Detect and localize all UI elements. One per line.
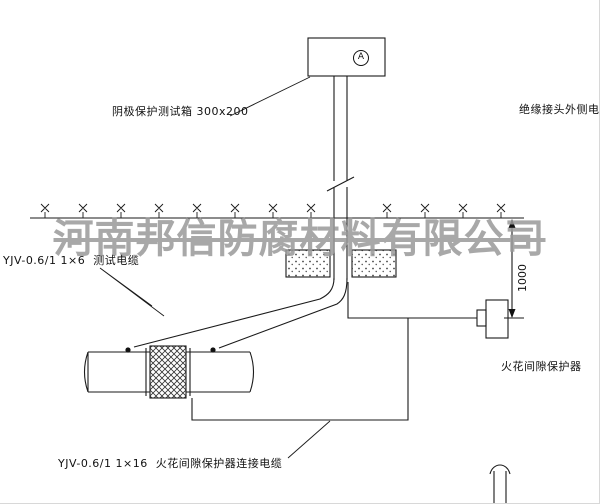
- dimension-arrow-bottom: [508, 309, 516, 318]
- pipe-break-mark: [326, 176, 355, 192]
- riser-conduit: [326, 76, 355, 280]
- grade-marks: [40, 203, 506, 218]
- label-dimension-1000: 1000: [516, 264, 529, 292]
- pipe-right-end: [249, 351, 255, 393]
- label-test-box: 阴极保护测试箱 300x200: [112, 105, 249, 118]
- leader-spark-cable: [287, 420, 331, 459]
- meter-symbol: A: [353, 50, 369, 66]
- weld-point-left: [125, 347, 131, 353]
- dimension-line: [504, 219, 524, 319]
- label-spark-gap-cable: YJV-0.6/1 1×16 火花间隙保护器连接电缆: [58, 457, 283, 470]
- test-box: [307, 37, 386, 77]
- label-spark-gap-protector: 火花间隙保护器: [501, 360, 582, 373]
- leader-test-cable: [99, 267, 165, 317]
- weld-point-right: [210, 347, 216, 353]
- label-insulated-joint-cable: 绝缘接头外侧电缆: [519, 103, 600, 116]
- label-test-cable: YJV-0.6/1 1×6 测试电缆: [3, 254, 140, 267]
- leader-test-box: [229, 76, 311, 117]
- leader-lines: [99, 76, 331, 459]
- dimension-arrow-top: [508, 219, 516, 228]
- spark-gap-protector: [476, 299, 509, 339]
- cable-routes: [191, 282, 477, 421]
- pipe-left-end: [83, 351, 89, 393]
- flange-faces: [145, 348, 191, 396]
- test-cables: [125, 277, 348, 353]
- insulating-joint: [149, 345, 187, 399]
- riser-symbol: [489, 464, 511, 503]
- concrete-blocks: [285, 249, 397, 278]
- pipeline: [83, 345, 255, 399]
